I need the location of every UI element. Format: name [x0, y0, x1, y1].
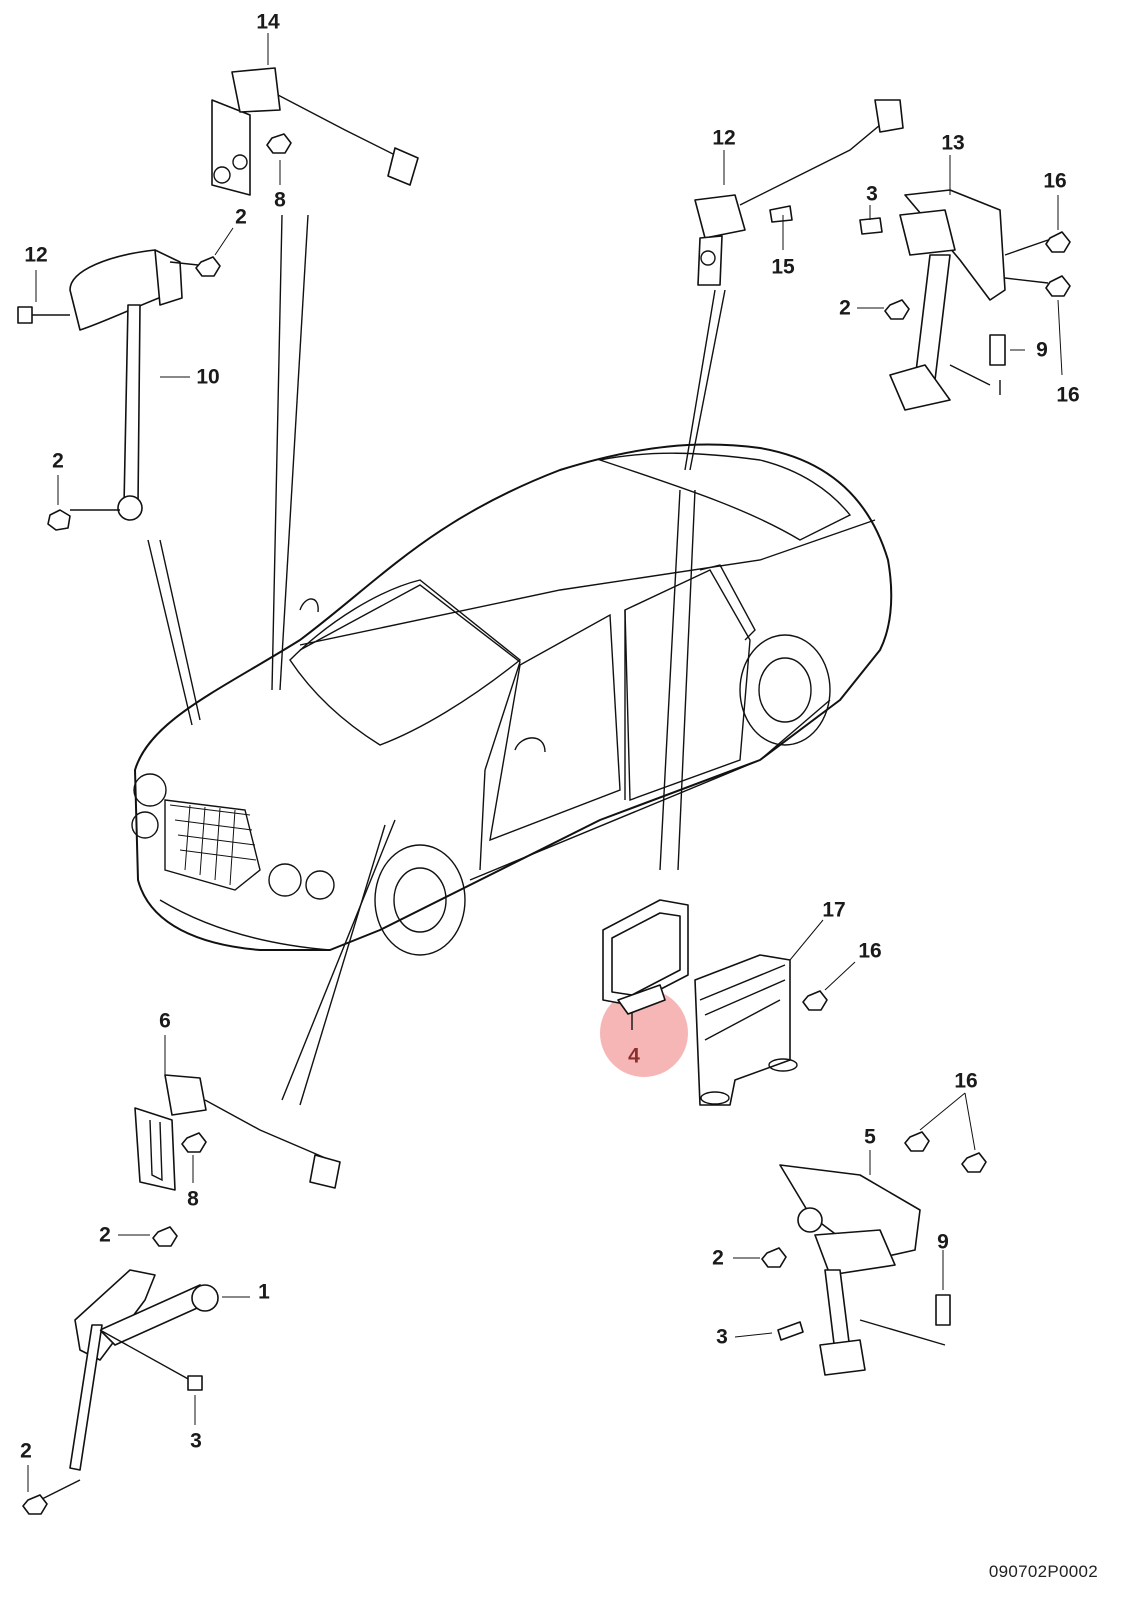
sensor-14: [211, 67, 419, 196]
callout-leaders: [27, 33, 1063, 1492]
callout-16-lower[interactable]: 16: [954, 1069, 978, 1093]
sensor-10: [17, 249, 221, 531]
callout-12-middle[interactable]: 12: [712, 126, 736, 150]
leader-lines: [147, 214, 726, 1106]
callout-16-mid[interactable]: 16: [858, 939, 882, 963]
callout-12-left[interactable]: 12: [24, 243, 48, 267]
callout-8-upper[interactable]: 8: [274, 188, 286, 212]
highlight-part-4: [600, 989, 688, 1077]
callout-3-lower-right[interactable]: 3: [716, 1325, 728, 1349]
callout-3-lower-left[interactable]: 3: [190, 1429, 202, 1453]
callout-2-bottom-left[interactable]: 2: [20, 1439, 32, 1463]
callout-2-upper-left[interactable]: 2: [235, 205, 247, 229]
sensor-13: [859, 189, 1071, 411]
bracket-17: [694, 954, 828, 1106]
sensor-5: [761, 1131, 987, 1376]
callout-17[interactable]: 17: [822, 898, 846, 922]
nut-8a: [266, 133, 292, 154]
car-illustration: [131, 443, 893, 956]
callout-16-right[interactable]: 16: [1056, 383, 1080, 407]
control-unit-4: [602, 899, 689, 1030]
callout-2-lower-left[interactable]: 2: [99, 1223, 111, 1247]
callout-10[interactable]: 10: [196, 365, 220, 389]
callout-4-highlighted[interactable]: 4: [628, 1044, 640, 1068]
callout-13[interactable]: 13: [941, 131, 965, 155]
callout-2-left-mid[interactable]: 2: [52, 449, 64, 473]
callout-9-upper[interactable]: 9: [1036, 338, 1048, 362]
diagram-reference-code: 090702P0002: [988, 1562, 1098, 1581]
sensor-6: [134, 1074, 341, 1191]
callout-15[interactable]: 15: [771, 255, 795, 279]
callout-2-upper-right[interactable]: 2: [839, 296, 851, 320]
callout-9-lower[interactable]: 9: [937, 1230, 949, 1254]
callout-5[interactable]: 5: [864, 1125, 876, 1149]
callout-3-upper-right[interactable]: 3: [866, 182, 878, 206]
callout-1[interactable]: 1: [258, 1280, 270, 1304]
callout-2-lower-right[interactable]: 2: [712, 1246, 724, 1270]
link-1: [22, 1226, 219, 1515]
sensor-12: [694, 99, 904, 286]
callout-8-lower[interactable]: 8: [187, 1187, 199, 1211]
callout-16-upper[interactable]: 16: [1043, 169, 1067, 193]
callout-14[interactable]: 14: [256, 10, 280, 34]
callout-6[interactable]: 6: [159, 1009, 171, 1033]
